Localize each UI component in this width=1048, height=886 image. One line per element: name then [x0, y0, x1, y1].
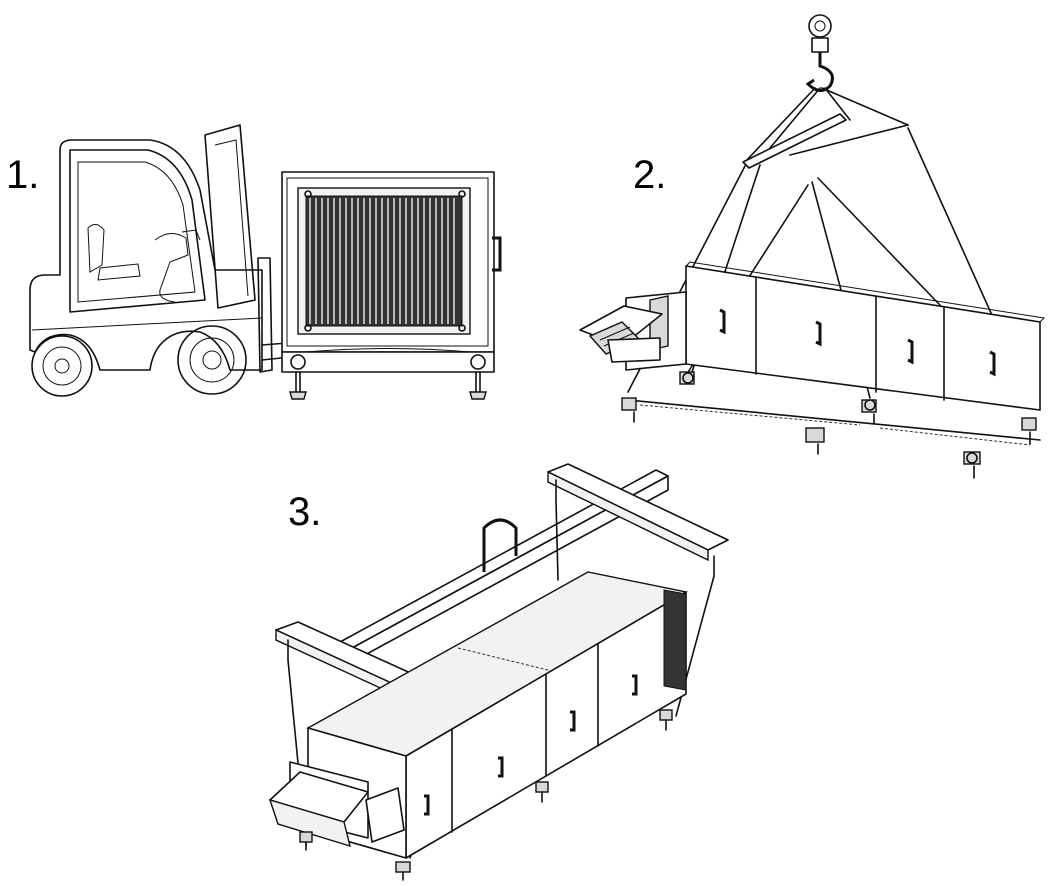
air-handling-unit-step-2 [579, 261, 1046, 479]
lifting-beam-illustration [275, 463, 729, 859]
forklift-illustration [29, 124, 301, 397]
air-handling-unit-front [281, 171, 502, 400]
step-number-1: 1. [6, 153, 40, 197]
step-number-2: 2. [633, 153, 667, 197]
step-number-3: 3. [288, 490, 322, 534]
air-handling-unit-step-3 [268, 571, 688, 881]
